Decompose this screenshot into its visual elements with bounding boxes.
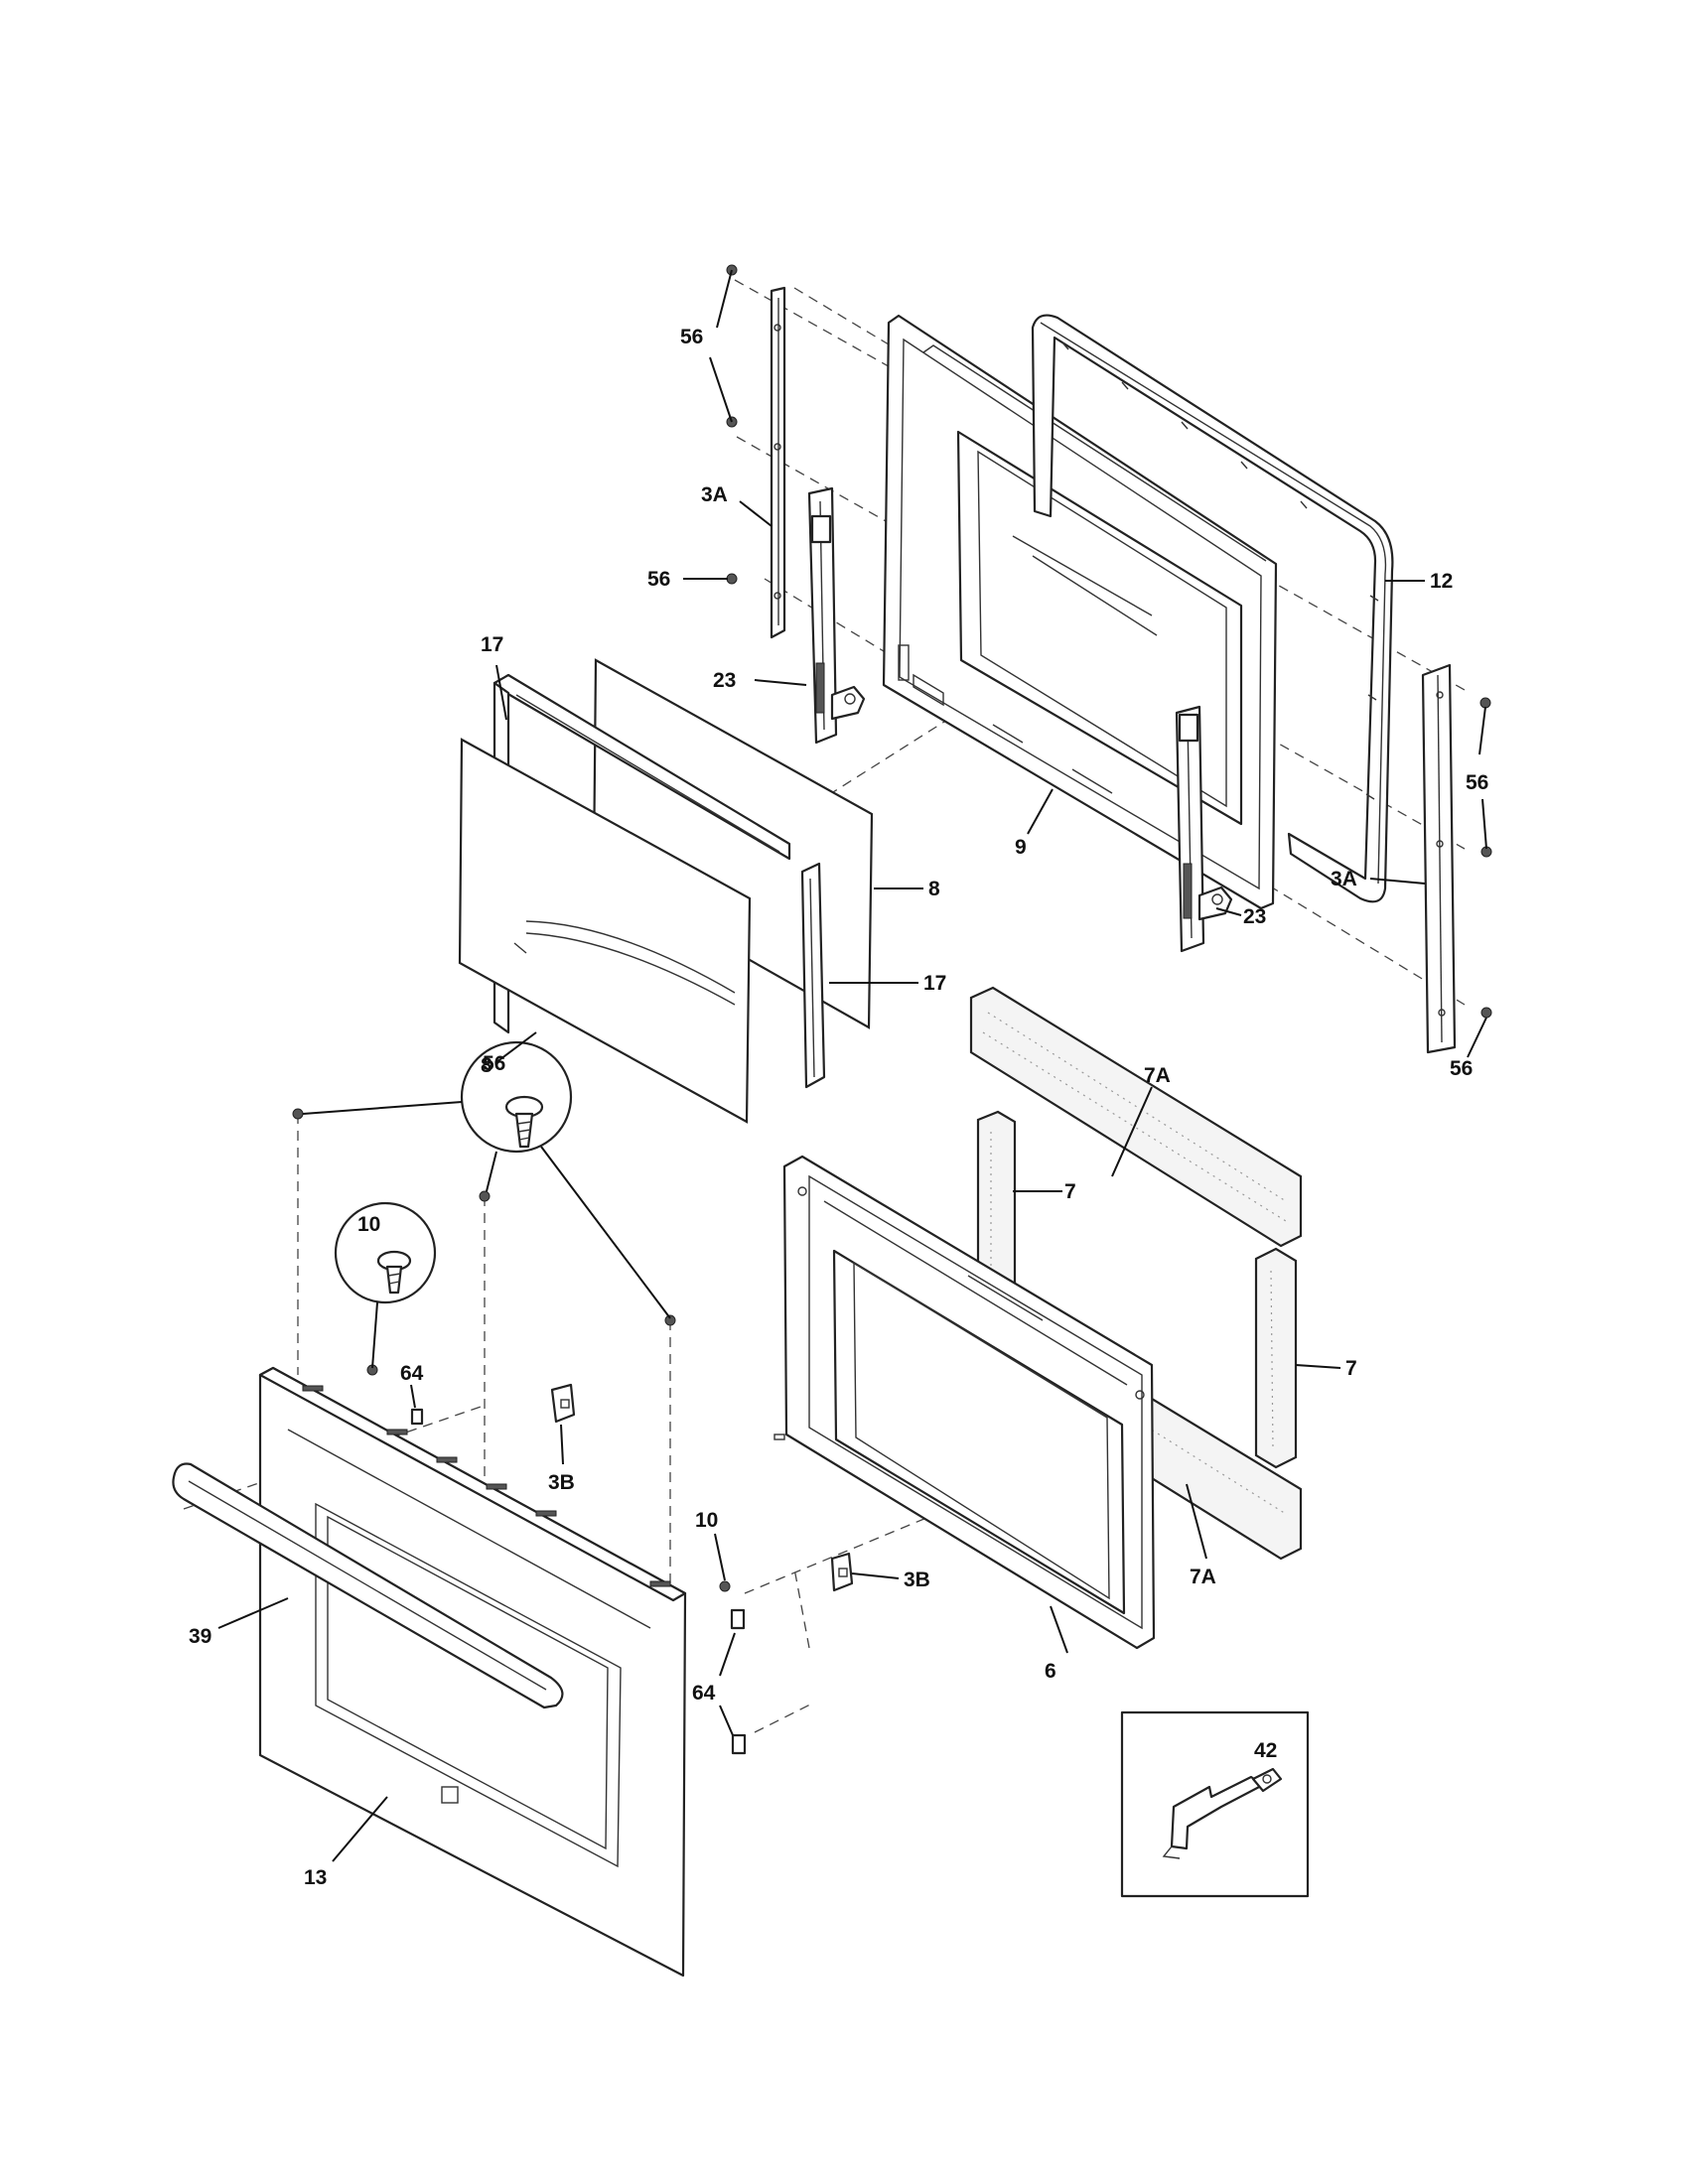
hinge-bracket-left (770, 286, 786, 639)
label-7a-bottom: 7A (1190, 1566, 1216, 1588)
label-64-bottom: 64 (692, 1682, 716, 1705)
seal-clips (1061, 341, 1379, 800)
label-12: 12 (1430, 570, 1453, 593)
label-56-top: 56 (680, 326, 703, 348)
cover-3b-left (550, 1383, 576, 1424)
label-39: 39 (189, 1625, 211, 1648)
label-3b-left: 3B (548, 1471, 575, 1494)
insulation-7-right (1254, 1247, 1298, 1469)
label-3b-right: 3B (904, 1569, 930, 1591)
screw-56-right-top-icon (1479, 697, 1491, 709)
screw-56-icon (504, 1095, 544, 1149)
screw-10-callout (334, 1201, 437, 1304)
screw-56-door-mid-icon (479, 1190, 491, 1202)
label-9: 9 (1015, 836, 1027, 859)
screw-56-lower-icon (726, 573, 738, 585)
label-23-right: 23 (1243, 905, 1266, 928)
hinge-left (807, 486, 866, 745)
glass-panel-rear (592, 658, 874, 1029)
bracket-42-box (1120, 1710, 1310, 1898)
label-7a-top: 7A (1144, 1064, 1171, 1087)
screw-10-icon (376, 1250, 412, 1295)
label-6: 6 (1045, 1660, 1056, 1683)
clip-64-top-icon (410, 1408, 424, 1426)
label-17-right: 17 (923, 972, 946, 995)
clip-64-bottom-upper-icon (730, 1608, 746, 1630)
label-13: 13 (304, 1866, 327, 1889)
label-8-left: 8 (481, 1054, 492, 1077)
door-handle (172, 1462, 564, 1709)
label-8-right: 8 (928, 878, 940, 900)
label-7-right: 7 (1345, 1357, 1357, 1380)
part-labels: 56 3A 56 23 12 17 9 56 3A 8 17 23 8 56 7… (189, 326, 1488, 1889)
glass-channel-right (800, 862, 826, 1089)
label-10-right: 10 (695, 1509, 718, 1532)
label-23-left: 23 (713, 669, 736, 692)
cover-3b-right (830, 1552, 854, 1592)
door-seal (1031, 314, 1394, 903)
label-64-top: 64 (400, 1362, 424, 1385)
screw-56-door-right-icon (664, 1314, 676, 1326)
screw-56-callout (460, 1040, 573, 1154)
insulation-7a-top (969, 986, 1303, 1248)
leader-lines (217, 269, 1487, 1862)
door-panel (258, 1366, 687, 1978)
door-liner (882, 314, 1278, 910)
screw-10-right-icon (719, 1580, 731, 1592)
label-10-callout: 10 (357, 1213, 380, 1236)
door-vents (302, 1385, 671, 1587)
label-56-right: 56 (1466, 771, 1488, 794)
hinge-bracket-right (1421, 663, 1457, 1054)
screw-56-right-bottom-icon (1480, 1007, 1492, 1019)
glass-panel-front (458, 738, 752, 1124)
label-56-mid: 56 (647, 568, 670, 591)
label-42: 42 (1254, 1739, 1277, 1762)
label-17-top: 17 (481, 633, 503, 656)
label-3a-right: 3A (1331, 868, 1357, 890)
clip-64-bottom-lower-icon (731, 1733, 747, 1755)
label-3a-left: 3A (701, 483, 728, 506)
label-56-callout: 56 (483, 1052, 505, 1075)
hinge-right (1175, 705, 1233, 953)
label-56-bottom-right: 56 (1450, 1057, 1473, 1080)
label-7-top: 7 (1064, 1180, 1076, 1203)
door-frame (774, 1155, 1156, 1650)
bracket-42-icon (1162, 1767, 1283, 1859)
screw-56-door-left-icon (292, 1108, 304, 1120)
